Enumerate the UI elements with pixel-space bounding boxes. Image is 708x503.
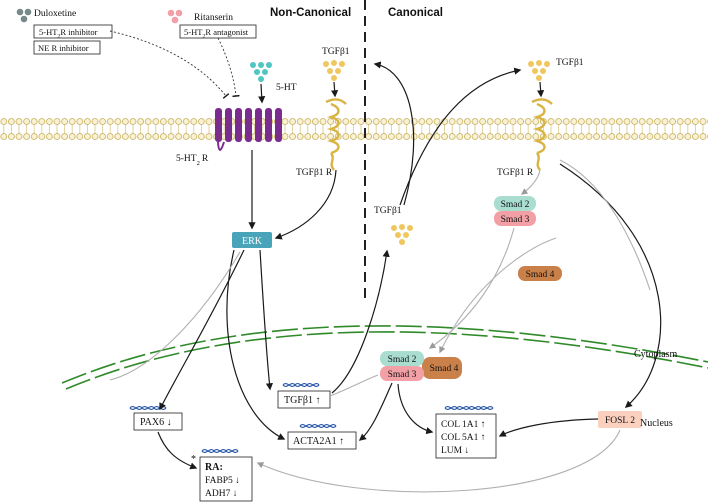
duloxetine-icon: [16, 8, 32, 23]
canonical-header: Canonical: [388, 7, 443, 19]
tgf-receptor-label-canonical: TGFβ1 R: [497, 168, 534, 178]
serotonin-label: 5-HT: [276, 83, 297, 93]
smad4-node-nucleus: [422, 357, 462, 379]
pax6-to-ra-arrow: [157, 431, 198, 470]
canonical-receptor-to-smad-arrow: [520, 169, 541, 195]
tgf-receptor-icon-canonical: [531, 98, 553, 171]
adh7-gene-label: ADH7 ↓: [205, 489, 237, 499]
smad3-label-nucleus: Smad 3: [388, 370, 417, 380]
serotonin-binding-arrow: [258, 83, 266, 104]
dna-icon-ra: [201, 449, 239, 453]
tgfr-to-erk-arrow: [274, 169, 337, 240]
duloxetine-role-2: NE R inhibitor: [38, 43, 89, 53]
tgf-ligand-icon-canonical: [528, 60, 550, 81]
erk-label: ERK: [242, 236, 263, 247]
duloxetine-inhibition-line: [109, 30, 230, 99]
smad4-label-cytoplasm: Smad 4: [526, 270, 555, 280]
ra-gene-box: [199, 456, 253, 502]
tgf-receptor-label-noncanonical: TGFβ1 R: [296, 168, 333, 178]
cell-membrane: [0, 118, 708, 140]
ritanserin-label: Ritanserin: [194, 13, 233, 23]
secreted-to-canonical-arrow: [399, 67, 522, 206]
pax6-gene-label: PAX6 ↓: [140, 417, 172, 428]
smad4-to-complex-gray-arrow: [439, 237, 557, 354]
ra-asterisk: *: [191, 454, 196, 465]
smad-to-acta-arrow: [358, 382, 393, 441]
collagen-gene-box: [435, 413, 497, 459]
tgf-gene-to-gray-arrow: [329, 374, 379, 397]
duloxetine-role-1: 5-HT2R inhibitor: [39, 27, 98, 40]
tgf-secreted-label: TGFβ1: [374, 206, 402, 216]
tgf-ligand-label-noncanonical: TGFβ1: [322, 47, 350, 57]
dna-icon-acta: [299, 424, 337, 428]
acta-gene-label: ACTA2A1 ↑: [293, 436, 344, 447]
tgf-gene-to-secreted-arrow: [331, 249, 390, 394]
ritanserin-role: 5-HT2R antagonist: [184, 27, 249, 40]
erk-to-nucleus-gray-arrow: [109, 251, 241, 381]
ra-title: RA:: [205, 462, 223, 473]
lum-gene-label: LUM ↓: [441, 446, 469, 456]
non-canonical-header: Non-Canonical: [270, 7, 351, 19]
serotonin-icon: [250, 62, 272, 82]
dna-icon-tgf: [282, 383, 320, 387]
ritanserin-icon: [167, 9, 183, 24]
canonical-receptor-to-fosl2-arrow: [559, 163, 662, 408]
smad-to-nucleus-gray-arrow: [428, 227, 515, 349]
tgf-gene-label: TGFβ1 ↑: [284, 395, 320, 406]
smad4-label-nucleus: Smad 4: [430, 364, 459, 374]
fosl2-node: [598, 411, 642, 428]
smad2-label-nucleus: Smad 2: [388, 355, 417, 365]
fosl2-label: FOSL 2: [605, 416, 635, 426]
erk-to-pax6-arrow: [159, 249, 245, 411]
smad4-node-cytoplasm: [518, 266, 562, 281]
dna-icon-collagen: [444, 406, 494, 410]
tgf-secreted-icon: [391, 224, 413, 245]
tgf-ligand-icon-noncanonical: [323, 60, 345, 81]
smad2-node-nucleus: [380, 351, 424, 366]
nuclear-envelope: [61, 325, 708, 390]
col1a1-gene-label: COL 1A1 ↑: [441, 420, 486, 430]
smad-to-collagen-arrow: [397, 383, 434, 435]
fosl2-to-ra-gray-arrow: [256, 429, 621, 493]
smad2-label-cytoplasm: Smad 2: [501, 200, 530, 210]
tgf-ligand-label-canonical: TGFβ1: [556, 58, 584, 68]
tgf-binding-arrow-noncanonical: [330, 81, 339, 98]
erk-node: [232, 232, 272, 248]
duloxetine-role-box-2: [33, 40, 101, 55]
htr-receptor-icon: [215, 108, 282, 151]
tgf-receptor-icon-noncanonical: [325, 98, 347, 171]
cytoplasm-label: Cytoplasm: [634, 349, 678, 360]
ritanserin-inhibition-line: [217, 37, 240, 98]
fabp5-gene-label: FABP5 ↓: [205, 476, 240, 486]
pax6-gene-box: [133, 412, 183, 431]
canonical-receptor-to-fosl2-gray: [559, 159, 651, 291]
smad3-node-cytoplasm: [494, 211, 536, 226]
smad3-label-cytoplasm: Smad 3: [501, 215, 530, 225]
tgf-gene-box: [277, 390, 331, 409]
erk-to-acta-arrow: [226, 249, 286, 440]
duloxetine-label: Duloxetine: [34, 9, 76, 19]
tgf-binding-arrow-canonical: [536, 81, 545, 98]
fosl2-to-collagen-arrow: [498, 418, 599, 437]
erk-to-tgf-gene-arrow: [259, 249, 273, 391]
smad3-node-nucleus: [380, 366, 424, 381]
nucleus-label: Nucleus: [640, 418, 673, 429]
smad2-node-cytoplasm: [494, 196, 536, 211]
col5a1-gene-label: COL 5A1 ↑: [441, 433, 486, 443]
acta-gene-box: [287, 431, 357, 450]
